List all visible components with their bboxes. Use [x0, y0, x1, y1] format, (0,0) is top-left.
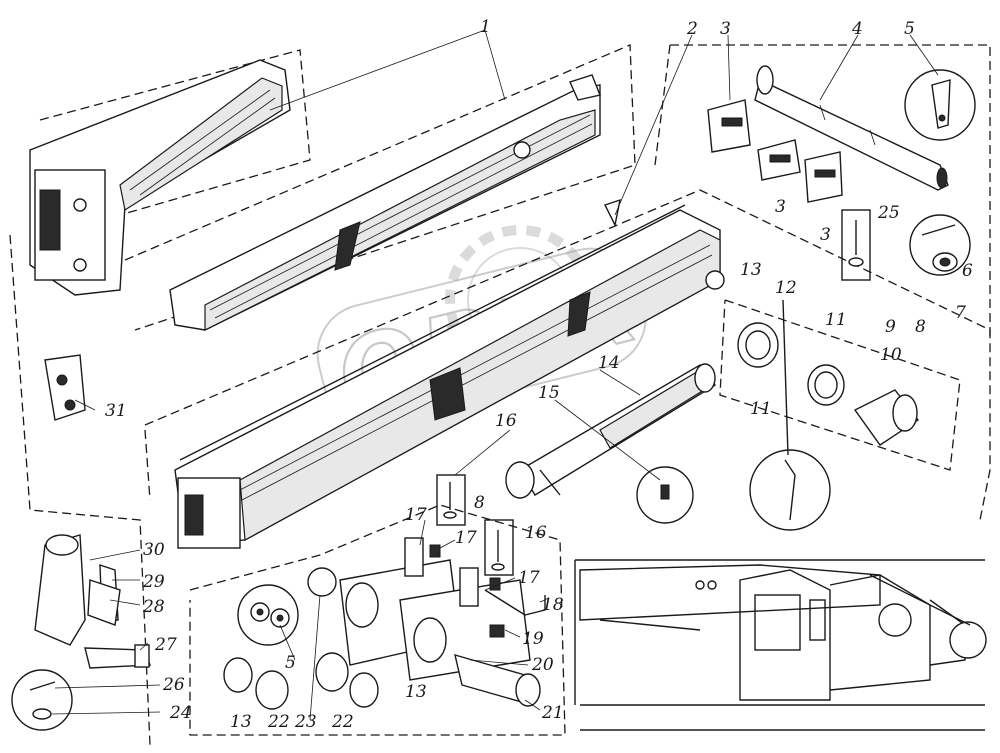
callout-14: 14 — [598, 353, 620, 373]
callout-9: 9 — [885, 317, 896, 337]
callout-28: 28 — [142, 597, 165, 617]
callout-2: 2 — [686, 19, 698, 39]
callout-20: 20 — [531, 655, 554, 675]
bushing-pair — [737, 322, 920, 446]
callout-23: 23 — [294, 712, 317, 732]
boom-section-upper — [29, 59, 291, 296]
callout-16b: 16 — [525, 523, 547, 543]
detail-circle-key — [904, 69, 976, 141]
bolt-box-16a — [436, 474, 466, 526]
callout-11b: 11 — [750, 399, 772, 419]
boom-section-middle — [169, 74, 601, 331]
callout-3b: 3 — [775, 197, 786, 217]
bracket-plates — [339, 537, 531, 681]
callout-labels: 1 2 3 3 3 4 5 5 6 7 8 8 9 10 11 11 12 13… — [105, 17, 973, 732]
callout-25: 25 — [877, 203, 900, 223]
detail-circle-washer — [909, 214, 971, 276]
callout-30: 30 — [143, 540, 165, 560]
callout-13b: 13 — [230, 712, 252, 732]
callout-18: 18 — [542, 595, 564, 615]
callout-19: 19 — [522, 629, 544, 649]
callout-12: 12 — [775, 278, 797, 298]
callout-22a: 22 — [267, 712, 290, 732]
callout-21: 21 — [541, 703, 564, 723]
slotted-plates — [707, 99, 843, 203]
callout-29: 29 — [142, 572, 165, 592]
callout-3c: 3 — [820, 225, 831, 245]
callout-31: 31 — [105, 401, 127, 421]
callout-26: 26 — [162, 675, 185, 695]
nut-circle — [237, 567, 337, 646]
callout-5a: 5 — [904, 19, 915, 39]
callout-17a: 17 — [405, 505, 427, 525]
callout-16a: 16 — [495, 411, 517, 431]
callout-6: 6 — [962, 261, 973, 281]
callout-17b: 17 — [455, 528, 477, 548]
detail-circle-pin — [749, 299, 831, 531]
inset-crane-truck — [574, 559, 987, 731]
callout-13c: 13 — [405, 682, 427, 702]
leader-lines — [51, 29, 939, 721]
callout-24: 24 — [169, 703, 192, 723]
bolt-box-16b — [484, 519, 514, 576]
detail-circle-26-24 — [11, 669, 73, 731]
callout-27: 27 — [154, 635, 177, 655]
callout-8b: 8 — [474, 493, 485, 513]
lever-assembly — [34, 534, 151, 669]
callout-7: 7 — [955, 303, 966, 323]
detail-circle-fitting — [636, 466, 694, 524]
group-frames — [9, 44, 991, 746]
callout-8a: 8 — [915, 317, 926, 337]
nut — [489, 624, 505, 638]
callout-10: 10 — [880, 345, 902, 365]
callout-11a: 11 — [825, 310, 847, 330]
boom-section-lower — [174, 198, 725, 549]
bolt-box-upper — [841, 209, 871, 281]
callout-22b: 22 — [331, 712, 354, 732]
callout-4: 4 — [851, 19, 863, 39]
bent-rod — [484, 589, 546, 616]
callout-13a: 13 — [740, 260, 762, 280]
callout-3a: 3 — [720, 19, 731, 39]
callout-1: 1 — [480, 17, 491, 37]
shackle — [44, 354, 86, 421]
callout-5b: 5 — [285, 653, 296, 673]
hydraulic-cylinder — [505, 363, 717, 499]
bushings-lower — [223, 652, 379, 710]
callout-17c: 17 — [518, 568, 540, 588]
long-pin — [754, 65, 949, 191]
callout-15: 15 — [538, 383, 560, 403]
